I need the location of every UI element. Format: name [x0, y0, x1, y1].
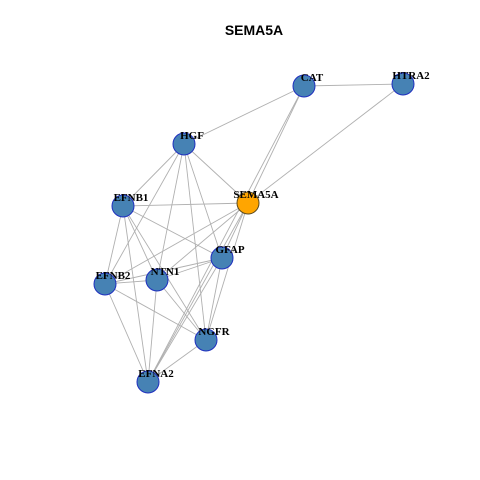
node-label-efnb2: EFNB2	[96, 270, 131, 282]
node-efnb2[interactable]	[93, 272, 117, 296]
edge-hgf-ngfr	[183, 143, 207, 341]
node-label-ngfr: NGFR	[198, 326, 230, 338]
node-hgf[interactable]	[172, 132, 196, 156]
edge-ntn1-ngfr	[156, 279, 207, 341]
node-cat[interactable]	[292, 74, 316, 98]
node-label-sema5a: SEMA5A	[233, 189, 278, 201]
edge-efnb2-efna2	[104, 283, 149, 383]
edge-hgf-sema5a	[183, 143, 249, 204]
edge-hgf-efnb1	[122, 143, 185, 207]
edge-cat-htra2	[303, 83, 404, 87]
node-efnb1[interactable]	[111, 194, 135, 218]
edge-htra2-sema5a	[247, 83, 404, 204]
edge-gfap-ngfr	[205, 257, 223, 341]
edge-hgf-efnb2	[104, 143, 185, 285]
node-ngfr[interactable]	[194, 328, 218, 352]
edge-hgf-gfap	[183, 143, 223, 259]
node-layer	[93, 72, 415, 394]
node-label-gfap: GFAP	[215, 244, 244, 256]
edge-layer	[104, 83, 404, 383]
graph-title: SEMA5A	[225, 22, 283, 38]
node-label-efna2: EFNA2	[138, 368, 174, 380]
edge-gfap-efna2	[147, 257, 223, 383]
edge-sema5a-efnb2	[104, 202, 249, 285]
edge-hgf-ntn1	[156, 143, 185, 281]
edge-efnb2-ngfr	[104, 283, 207, 341]
node-label-htra2: HTRA2	[392, 70, 430, 82]
edge-efnb1-sema5a	[122, 202, 249, 207]
edge-cat-hgf	[183, 85, 305, 145]
edge-sema5a-ntn1	[156, 202, 249, 281]
edge-efnb1-ntn1	[122, 205, 158, 281]
node-label-ntn1: NTN1	[151, 266, 180, 278]
edge-cat-efna2	[147, 85, 305, 383]
node-label-hgf: HGF	[180, 130, 204, 142]
edge-cat-sema5a	[247, 85, 305, 204]
edge-efnb1-gfap	[122, 205, 223, 259]
edge-efnb1-efna2	[122, 205, 149, 383]
edge-sema5a-efna2	[147, 202, 249, 383]
edge-ngfr-efna2	[147, 339, 207, 383]
edge-efnb1-efnb2	[104, 205, 124, 285]
node-gfap[interactable]	[210, 246, 234, 270]
node-efna2[interactable]	[136, 370, 160, 394]
node-label-efnb1: EFNB1	[114, 192, 149, 204]
node-ntn1[interactable]	[145, 268, 169, 292]
edge-ntn1-efna2	[147, 279, 158, 383]
node-sema5a[interactable]	[236, 191, 260, 215]
node-label-cat: CAT	[301, 72, 324, 84]
node-htra2[interactable]	[391, 72, 415, 96]
edge-sema5a-ngfr	[205, 202, 249, 341]
